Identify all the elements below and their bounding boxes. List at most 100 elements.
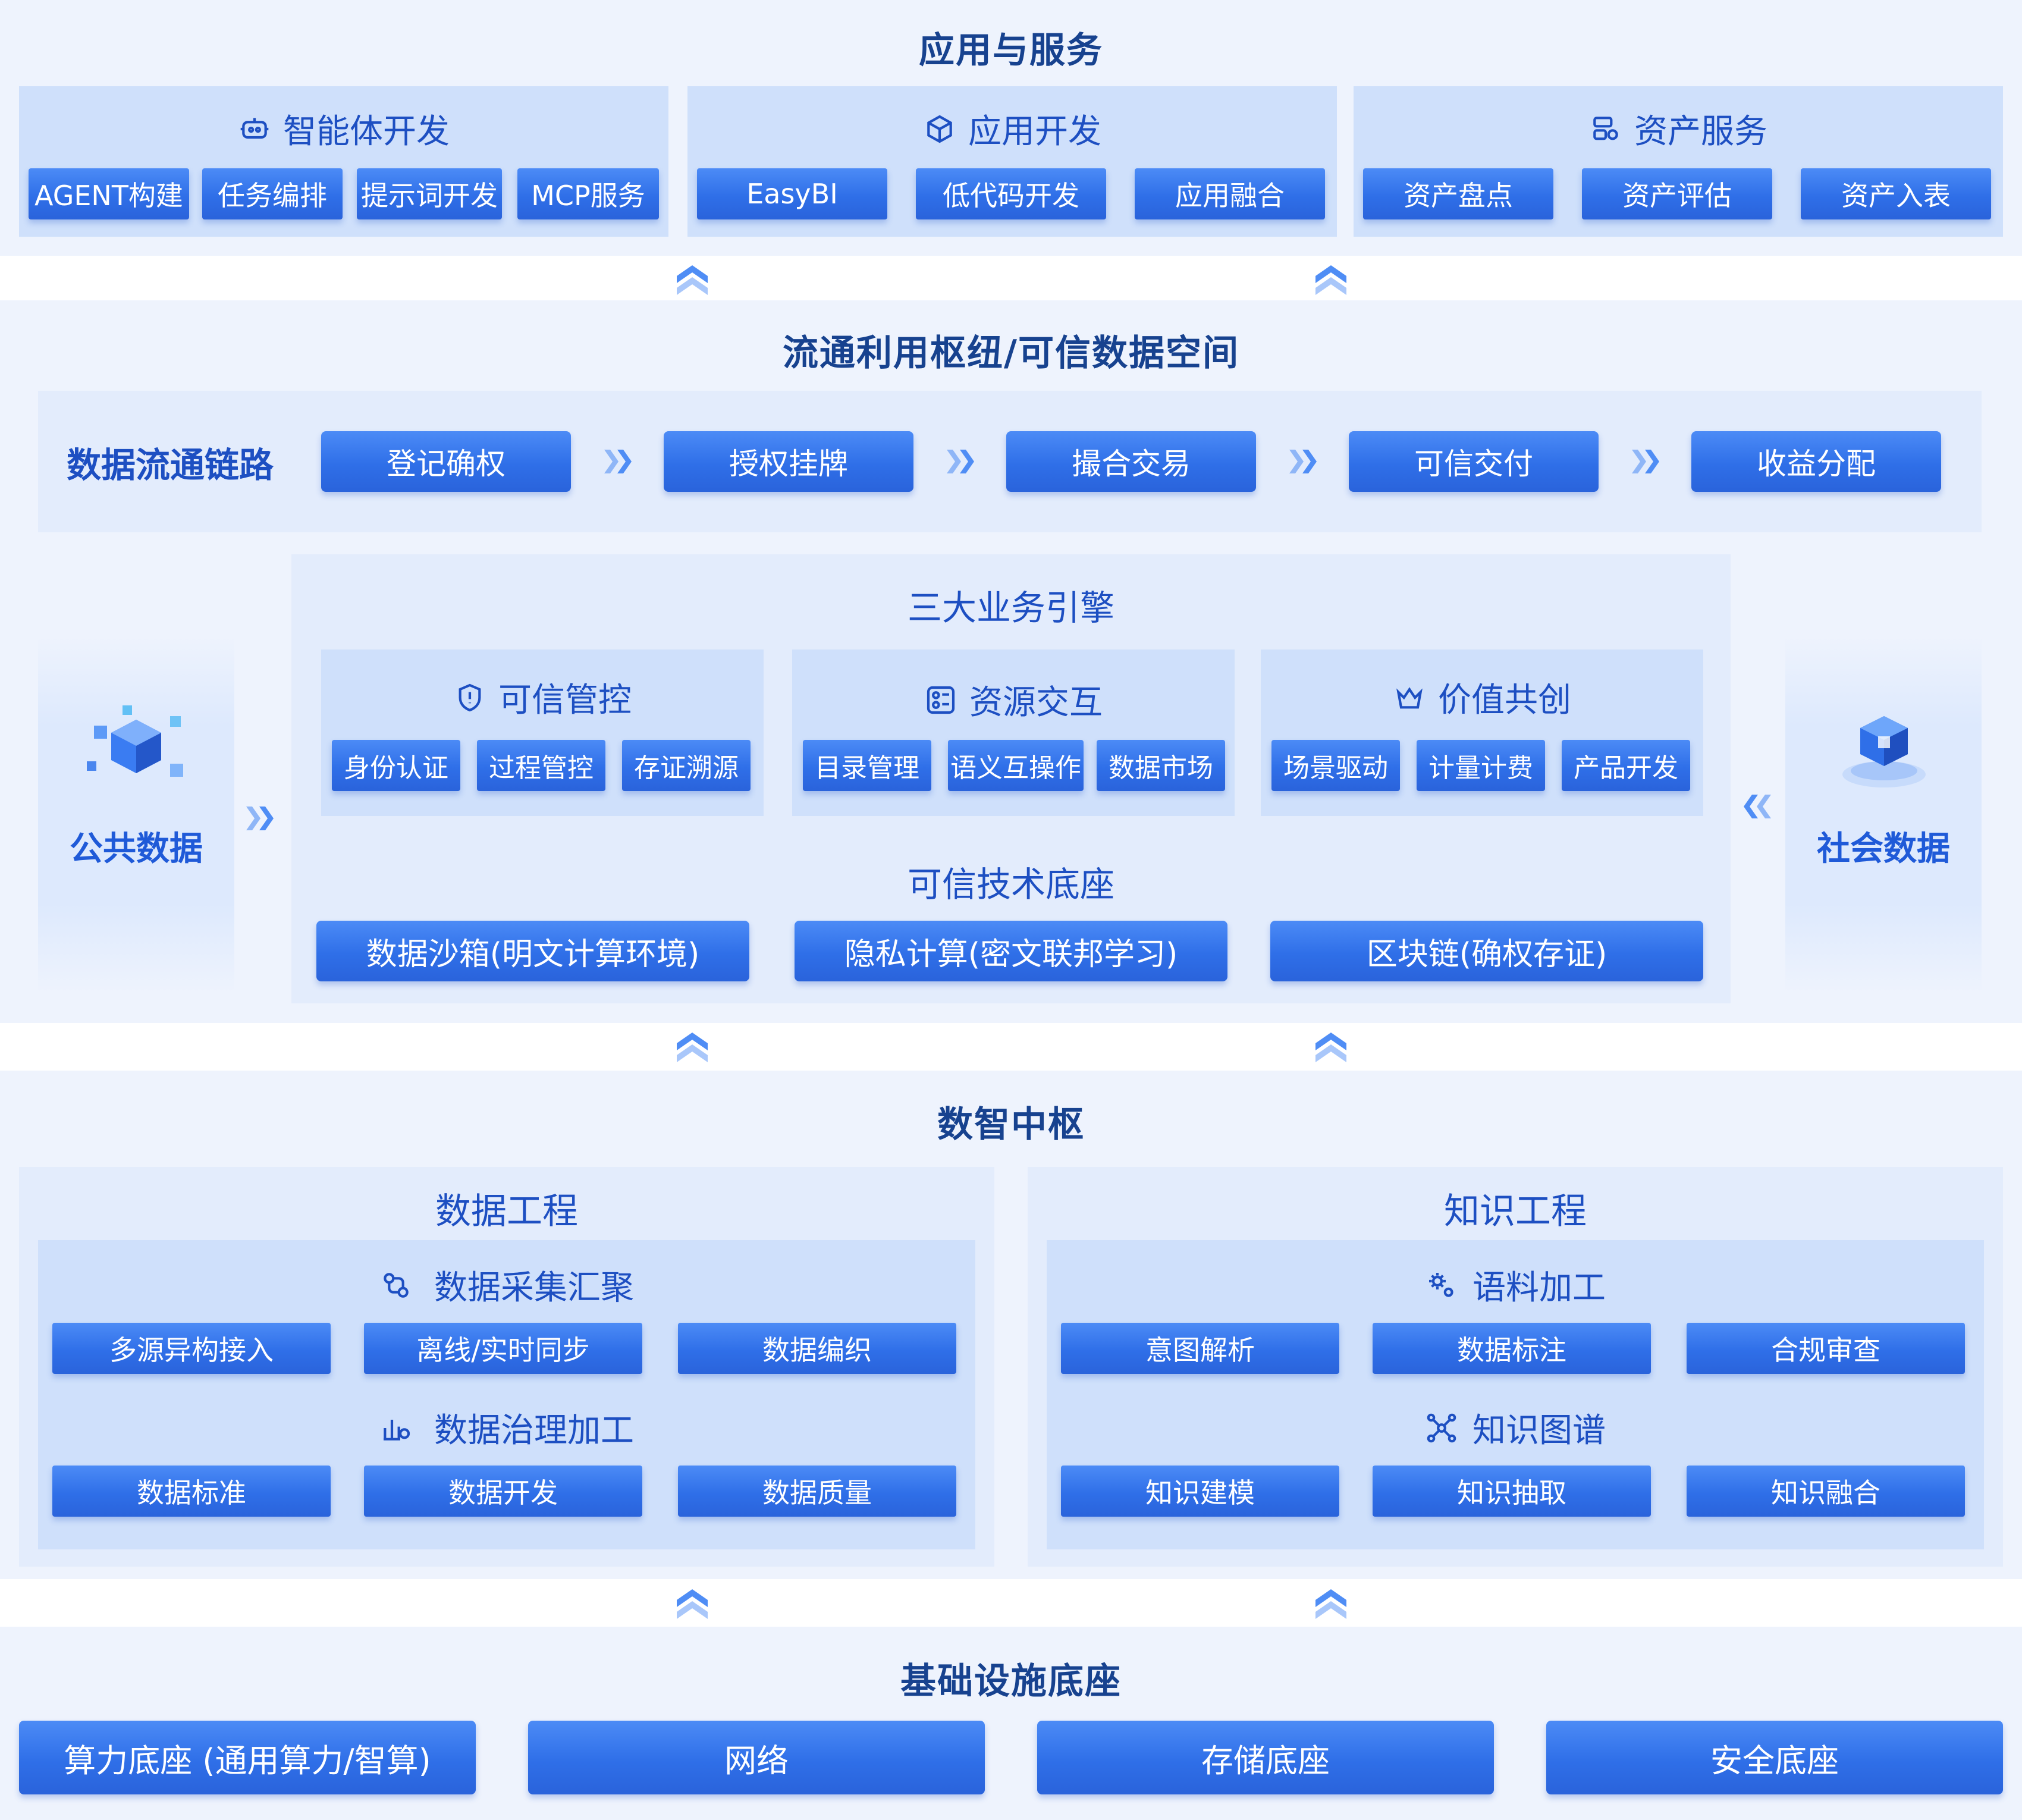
knowledge-graph-title-text: 知识图谱 — [1472, 1411, 1606, 1450]
blockchain-button[interactable]: 区块链(确权存证) — [1270, 921, 1703, 981]
knowledge-graph-title: 知识图谱 — [1047, 1404, 1984, 1452]
data-weaving-button[interactable]: 数据编织 — [678, 1323, 956, 1374]
chain-step-register[interactable]: 登记确权 — [321, 431, 571, 492]
corpus-processing-title-text: 语料加工 — [1472, 1269, 1606, 1307]
data-govern-title: 数据治理加工 — [38, 1404, 975, 1452]
data-collect-title-text: 数据采集汇聚 — [434, 1269, 634, 1307]
compute-base-button[interactable]: 算力底座 (通用算力/智算) — [19, 1721, 476, 1794]
compliance-review-button[interactable]: 合规审查 — [1687, 1323, 1965, 1374]
offline-realtime-sync-button[interactable]: 离线/实时同步 — [364, 1323, 642, 1374]
social-data-card[interactable]: 社会数据 — [1785, 636, 1982, 993]
public-data-label: 公共数据 — [70, 830, 203, 868]
agent-panel-title: 智能体开发 — [19, 105, 668, 153]
data-cubes-icon — [87, 705, 183, 777]
social-data-label: 社会数据 — [1817, 830, 1950, 868]
asset-evaluation-button[interactable]: 资产评估 — [1582, 168, 1772, 219]
crown-icon — [1396, 686, 1423, 708]
chain-step-match[interactable]: 撮合交易 — [1006, 431, 1256, 492]
hub-title: 流通利用枢纽/可信数据空间 — [783, 332, 1239, 374]
chevron-right-icon — [246, 807, 274, 830]
smart-hub-title: 数智中枢 — [937, 1104, 1085, 1146]
data-sandbox-button[interactable]: 数据沙箱(明文计算环境) — [316, 921, 749, 981]
task-orchestration-button[interactable]: 任务编排 — [202, 168, 343, 219]
chevron-right-icon — [1632, 450, 1659, 473]
prompt-dev-button[interactable]: 提示词开发 — [357, 168, 502, 219]
corpus-processing-title: 语料加工 — [1047, 1261, 1984, 1309]
asset-panel-title: 资产服务 — [1354, 105, 2003, 153]
app-dev-title-text: 应用开发 — [968, 112, 1101, 151]
data-quality-button[interactable]: 数据质量 — [678, 1466, 956, 1517]
asset-recording-button[interactable]: 资产入表 — [1801, 168, 1991, 219]
asset-title-text: 资产服务 — [1634, 112, 1767, 151]
resource-grid-icon — [927, 686, 955, 714]
knowledge-engineering-title: 知识工程 — [1444, 1191, 1587, 1232]
identity-auth-button[interactable]: 身份认证 — [332, 740, 460, 791]
metering-billing-button[interactable]: 计量计费 — [1417, 740, 1545, 791]
value-cocreation-title: 价值共创 — [1261, 673, 1703, 721]
mcp-service-button[interactable]: MCP服务 — [517, 168, 659, 219]
trust-control-title-text: 可信管控 — [498, 681, 632, 720]
bar-chart-gear-icon — [384, 1419, 410, 1441]
gears-icon — [1429, 1272, 1453, 1297]
catalog-mgmt-button[interactable]: 目录管理 — [803, 740, 931, 791]
data-annotation-button[interactable]: 数据标注 — [1373, 1323, 1651, 1374]
low-code-button[interactable]: 低代码开发 — [916, 168, 1106, 219]
data-collect-title: 数据采集汇聚 — [38, 1261, 975, 1309]
privacy-computing-button[interactable]: 隐私计算(密文联邦学习) — [795, 921, 1227, 981]
knowledge-fusion-button[interactable]: 知识融合 — [1687, 1466, 1965, 1517]
server-gear-icon — [1593, 116, 1618, 140]
chevron-right-icon — [947, 450, 974, 473]
data-platform-icon — [1842, 716, 1926, 787]
public-data-card[interactable]: 公共数据 — [38, 636, 234, 993]
link-icon — [384, 1272, 409, 1298]
chain-step-authorize[interactable]: 授权挂牌 — [664, 431, 913, 492]
storage-base-button[interactable]: 存储底座 — [1037, 1721, 1494, 1794]
tech-base-title: 可信技术底座 — [907, 864, 1114, 905]
engines-title: 三大业务引擎 — [907, 588, 1114, 628]
scenario-driven-button[interactable]: 场景驱动 — [1271, 740, 1400, 791]
chevron-left-icon — [1744, 795, 1771, 818]
product-dev-button[interactable]: 产品开发 — [1562, 740, 1690, 791]
semantic-interop-button[interactable]: 语义互操作 — [948, 740, 1084, 791]
asset-inventory-button[interactable]: 资产盘点 — [1363, 168, 1553, 219]
app-fusion-button[interactable]: 应用融合 — [1135, 168, 1325, 219]
up-arrow-icon — [1315, 265, 1346, 295]
data-standard-button[interactable]: 数据标准 — [52, 1466, 331, 1517]
resource-interaction-panel — [792, 649, 1235, 816]
knowledge-modeling-button[interactable]: 知识建模 — [1061, 1466, 1339, 1517]
network-button[interactable]: 网络 — [528, 1721, 985, 1794]
up-arrow-icon — [677, 265, 708, 295]
value-cocreation-title-text: 价值共创 — [1438, 681, 1571, 720]
intent-parsing-button[interactable]: 意图解析 — [1061, 1323, 1339, 1374]
chain-step-revenue[interactable]: 收益分配 — [1691, 431, 1941, 492]
data-market-button[interactable]: 数据市场 — [1097, 740, 1225, 791]
resource-interaction-title: 资源交互 — [792, 676, 1235, 724]
up-arrow-icon — [1315, 1033, 1346, 1062]
app-dev-panel-title: 应用开发 — [687, 105, 1337, 153]
agent-title-text: 智能体开发 — [283, 112, 450, 151]
up-arrow-icon — [677, 1589, 708, 1619]
knowledge-extraction-button[interactable]: 知识抽取 — [1373, 1466, 1651, 1517]
evidence-trace-button[interactable]: 存证溯源 — [622, 740, 751, 791]
up-arrow-icon — [677, 1033, 708, 1062]
agent-build-button[interactable]: AGENT构建 — [29, 168, 189, 219]
chevron-right-icon — [604, 450, 632, 473]
data-govern-title-text: 数据治理加工 — [434, 1411, 634, 1450]
process-control-button[interactable]: 过程管控 — [477, 740, 605, 791]
security-base-button[interactable]: 安全底座 — [1546, 1721, 2003, 1794]
robot-icon — [240, 117, 269, 139]
cube-icon — [927, 115, 952, 143]
data-engineering-title: 数据工程 — [435, 1191, 578, 1232]
data-chain-label: 数据流通链路 — [67, 445, 274, 485]
chevron-right-icon — [1289, 450, 1317, 473]
up-arrow-icon — [1315, 1589, 1346, 1619]
trust-control-title: 可信管控 — [321, 673, 764, 721]
data-development-button[interactable]: 数据开发 — [364, 1466, 642, 1517]
shield-icon — [459, 683, 481, 711]
chain-step-deliver[interactable]: 可信交付 — [1349, 431, 1599, 492]
app-services-title: 应用与服务 — [919, 30, 1103, 71]
resource-interaction-title-text: 资源交互 — [969, 683, 1103, 722]
infra-title: 基础设施底座 — [900, 1661, 1122, 1702]
easybi-button[interactable]: EasyBI — [697, 168, 887, 219]
multi-source-button[interactable]: 多源异构接入 — [52, 1323, 331, 1374]
